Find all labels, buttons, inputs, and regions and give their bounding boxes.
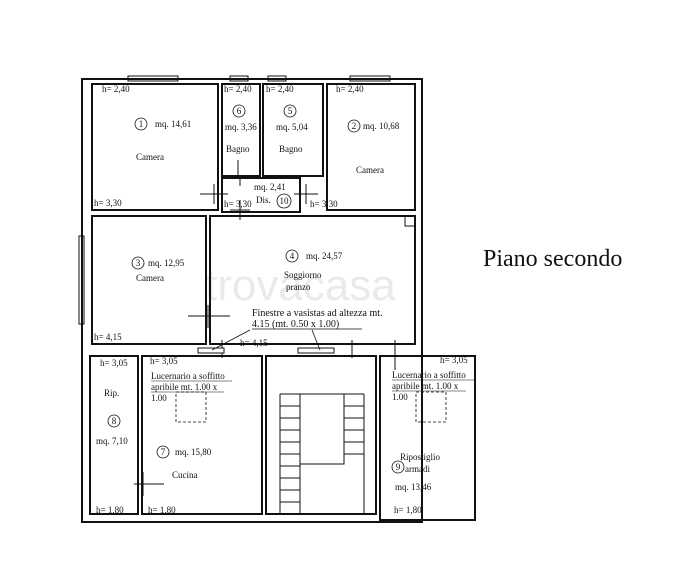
watermark-text: trovacasa <box>205 261 396 310</box>
room-5-number: 5 <box>288 106 293 116</box>
room-3-area: mq. 12,95 <box>148 258 185 268</box>
room-4-number-circle <box>285 249 299 263</box>
room-7-walls <box>141 355 263 515</box>
room-9-number: 9 <box>396 462 401 472</box>
skylight-closet-note-line3: 1.00 <box>392 392 408 402</box>
room-3-name: Camera <box>136 273 164 283</box>
height-label: h= 2,40 <box>266 84 294 94</box>
room-7-number-circle <box>156 445 170 459</box>
room-6-name: Bagno <box>226 144 250 154</box>
height-label: h= 2,40 <box>224 84 252 94</box>
skylight-kitchen <box>175 391 207 423</box>
skylight-kitchen-note-line3: 1.00 <box>151 393 167 403</box>
room-2-number: 2 <box>352 121 357 131</box>
room-10-area: mq. 2,41 <box>254 182 286 192</box>
skylight-kitchen-note-line1: Lucernario a soffitto <box>151 371 225 381</box>
room-10-name: Dis. <box>256 195 271 205</box>
room-2-name: Camera <box>356 165 384 175</box>
room-4-number: 4 <box>290 251 295 261</box>
height-label: h= 3,30 <box>310 199 338 209</box>
room-5-area: mq. 5,04 <box>276 122 308 132</box>
height-label: h= 3,30 <box>94 198 122 208</box>
room-8-number-circle <box>107 414 121 428</box>
room-6-number: 6 <box>237 106 242 116</box>
room-3-number-circle <box>131 256 145 270</box>
room-3-walls <box>91 215 207 345</box>
room-10-walls <box>221 177 301 213</box>
height-label: h= 1,80 <box>148 505 176 515</box>
room-1-name: Camera <box>136 152 164 162</box>
window-note-leaders <box>211 329 321 351</box>
height-label: h= 3,30 <box>224 199 252 209</box>
room-1-number-circle <box>134 117 148 131</box>
room-9-name-line1: Ripostiglio <box>400 452 441 462</box>
room-9-area: mq. 13,46 <box>395 482 432 492</box>
height-label: h= 4,15 <box>240 338 268 348</box>
room-3-number: 3 <box>136 258 141 268</box>
height-label: h= 2,40 <box>336 84 364 94</box>
skylight-closet <box>415 391 447 423</box>
room-7-area: mq. 15,80 <box>175 447 212 457</box>
window-note-line1: Finestre a vasistas ad altezza mt. <box>252 308 383 319</box>
room-5-walls <box>262 83 324 177</box>
skylight-closet-note-line2: apribile mt. 1.00 x <box>392 381 459 391</box>
room-5-name: Bagno <box>279 144 303 154</box>
room-9-number-circle <box>391 460 405 474</box>
left-window <box>78 235 85 325</box>
height-label: h= 1,80 <box>96 505 124 515</box>
room-10-number-circle <box>276 193 292 209</box>
room-4-name-line2: pranzo <box>286 282 311 292</box>
height-label: h= 3,05 <box>150 356 178 366</box>
room-5-number-circle <box>283 104 297 118</box>
room-1-number: 1 <box>139 119 144 129</box>
room-8-number: 8 <box>112 416 117 426</box>
room-8-name: Rip. <box>104 388 119 398</box>
room-6-area: mq. 3,36 <box>225 122 257 132</box>
door-marks <box>134 160 396 496</box>
kitchen-vasistas-windows <box>197 347 335 354</box>
skylight-closet-note-line1: Lucernario a soffitto <box>392 370 466 380</box>
room-9-walls <box>379 355 476 521</box>
height-label: h= 2,40 <box>102 84 130 94</box>
window-note-line2: 4.15 (mt. 0.50 x 1.00) <box>252 319 339 330</box>
room-1-area: mq. 14,61 <box>155 119 191 129</box>
height-label: h= 4,15 <box>94 332 122 342</box>
room-8-area: mq. 7,10 <box>96 436 128 446</box>
height-label: h= 3,05 <box>100 358 128 368</box>
room-4-walls <box>209 215 416 345</box>
room-6-number-circle <box>232 104 246 118</box>
stairwell-walls <box>265 355 377 515</box>
top-windows <box>127 75 391 82</box>
room-4-corner <box>404 215 416 227</box>
room-4-area: mq. 24,57 <box>306 251 343 261</box>
height-label: h= 1,80 <box>394 505 422 515</box>
room-8-walls <box>89 355 139 515</box>
height-label: h= 3,05 <box>440 355 468 365</box>
room-4-name-line1: Soggiorno <box>284 270 322 280</box>
floor-title: Piano secondo <box>483 246 622 272</box>
room-6-walls <box>221 83 261 177</box>
room-7-number: 7 <box>161 447 166 457</box>
room-7-name: Cucina <box>172 470 198 480</box>
room-9-name-line2: armadi <box>405 464 430 474</box>
room-10-number: 10 <box>280 196 290 206</box>
room-2-walls <box>326 83 416 211</box>
skylight-kitchen-note-line2: apribile mt. 1.00 x <box>151 382 218 392</box>
room-2-area: mq. 10,68 <box>363 121 400 131</box>
outer-wall <box>81 78 423 523</box>
room-2-number-circle <box>347 119 361 133</box>
room-1-walls <box>91 83 219 211</box>
staircase <box>279 393 365 514</box>
